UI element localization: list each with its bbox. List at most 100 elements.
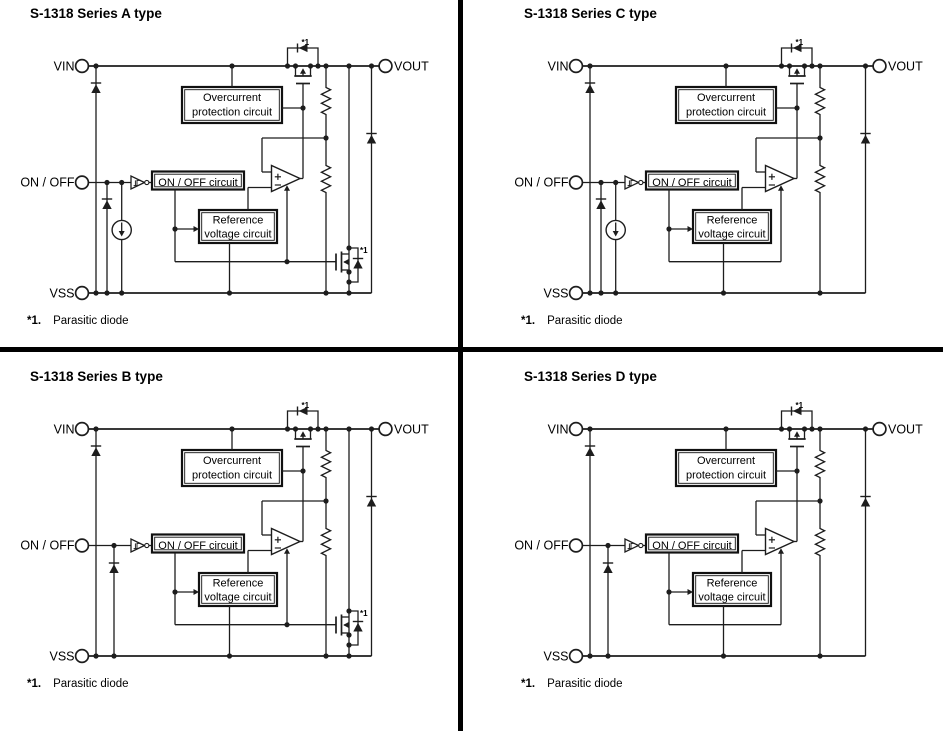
feedback-resistor-lower [813,163,827,195]
junction-dot [801,426,808,432]
label-parasitic_marker: *1 [302,38,310,47]
schmitt-inverter-icon [130,174,150,191]
junction-dot [778,63,785,69]
junction-dot [323,290,329,296]
esd-diode-vin [584,82,596,93]
label-reference_line2: voltage circuit [204,229,271,241]
junction-dot [720,653,727,659]
parasitic-diode-top [296,406,308,416]
junction-dot [226,653,233,659]
vout-terminal [872,421,887,437]
schmitt-inverter-icon [130,537,150,554]
feedback-resistor-lower [319,163,333,195]
junction-dot [801,63,808,69]
label-overcurrent_line2: protection circuit [686,470,766,482]
junction-dot [119,290,125,296]
reference-voltage-box [197,208,279,245]
pass-mosfet: *1 [286,401,319,448]
junction-dot [809,63,815,69]
feedback-resistor-lower [813,526,827,558]
label-reference_line2: voltage circuit [698,229,765,241]
label-overcurrent_line1: Overcurrent [203,455,261,467]
label-on_off: ON / OFF [20,176,75,190]
output-reverse-diode [366,495,377,507]
panel-title: S-1318 Series C type [524,6,657,21]
junction-dot [229,63,235,69]
pass-mosfet: *1 [780,38,813,85]
output-reverse-diode [366,132,377,144]
error-amplifier [764,527,796,556]
label-vin: VIN [54,59,75,73]
feedback-resistor-upper [319,448,333,480]
footnote-text: Parasitic diode [53,315,129,327]
label-reference_line1: Reference [213,215,264,227]
junction-dot [292,63,299,69]
junction-dot [786,426,793,432]
label-on_off_circuit: ON / OFF circuit [652,177,731,189]
label-vout: VOUT [394,422,429,436]
label-vout: VOUT [888,59,923,73]
reference-voltage-box [691,208,773,245]
junction-dot [809,426,815,432]
error-amplifier [764,164,796,193]
label-parasitic_marker: *1 [796,38,804,47]
junction-dot [786,63,793,69]
label-overcurrent_line1: Overcurrent [697,92,755,104]
onoff-circuit-box [644,533,740,554]
reference-voltage-box [691,571,773,608]
vss-terminal [568,648,584,664]
label-overcurrent_line2: protection circuit [686,107,766,119]
label-reference_line2: voltage circuit [698,592,765,604]
junction-dot [307,63,314,69]
current-source [605,219,626,241]
reference-voltage-box [197,571,279,608]
label-vout: VOUT [394,59,429,73]
label-vss: VSS [49,649,74,663]
junction-dot [104,290,110,296]
footnote-marker: *1. [27,315,42,327]
feedback-resistor-lower [319,526,333,558]
junction-dot [368,426,375,432]
label-parasitic_marker: *1 [796,401,804,410]
error-amplifier [270,164,302,193]
label-parasitic_marker: *1 [360,246,368,255]
junction-dot [613,290,619,296]
junction-dot [368,63,375,69]
junction-dot [862,426,869,432]
esd-diode-onoff [595,198,607,209]
pass-mosfet: *1 [780,401,813,448]
junction-dot [778,426,785,432]
output-reverse-diode [860,132,871,144]
junction-dot [817,653,823,659]
parasitic-diode-discharge [352,257,364,269]
vss-terminal [74,648,90,664]
label-on_off_circuit: ON / OFF circuit [158,177,237,189]
label-vss: VSS [543,649,568,663]
overcurrent-protection-box [674,85,778,125]
parasitic-diode-top [790,406,802,416]
vss-terminal [568,285,584,301]
junction-dot [817,290,823,296]
label-overcurrent_line1: Overcurrent [203,92,261,104]
label-on_off: ON / OFF [20,539,75,553]
label-vin: VIN [54,422,75,436]
junction-dot [315,63,321,69]
junction-dot [284,426,291,432]
label-reference_line1: Reference [707,215,758,227]
footnote-text: Parasitic diode [547,315,623,327]
footnote-text: Parasitic diode [53,678,129,690]
junction-dot [284,63,291,69]
feedback-resistor-upper [813,448,827,480]
label-overcurrent_line1: Overcurrent [697,455,755,467]
vss-terminal [74,285,90,301]
vout-terminal [872,58,887,74]
junction-dot [605,653,611,659]
onoff-terminal [568,175,584,190]
label-vout: VOUT [888,422,923,436]
quadrant-divider-vertical [458,0,463,731]
junction-dot [720,290,727,296]
